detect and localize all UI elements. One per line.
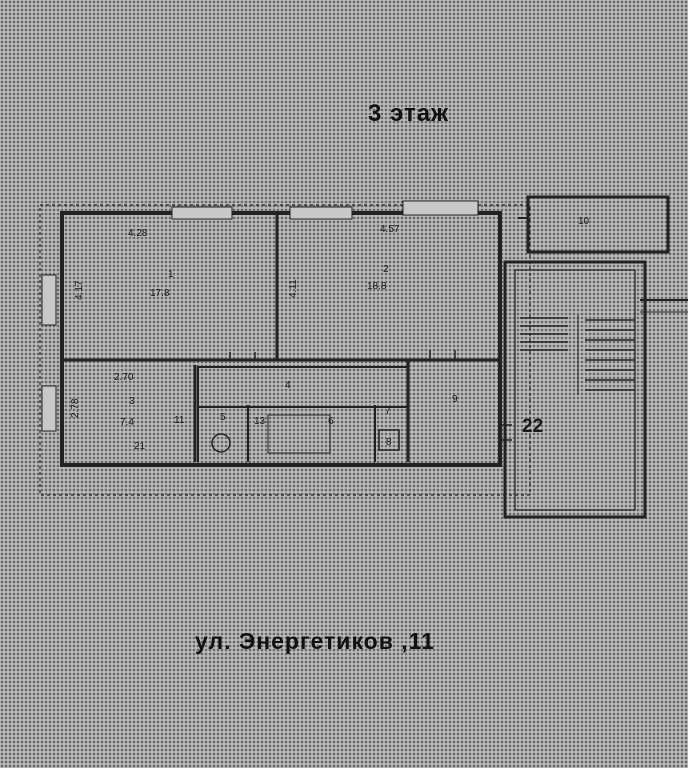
room-9-number: 9: [452, 394, 458, 405]
room-8-number: 8: [386, 437, 392, 448]
apartment-outline: [60, 211, 502, 467]
street-address: ул. Энергетиков ,11: [195, 628, 435, 654]
room-1-area: 17.8: [150, 288, 170, 299]
stairwell: [503, 260, 647, 519]
room-1-height: 4.17: [74, 280, 85, 300]
room-10-number: 10: [578, 216, 590, 227]
room-1-width: 4.28: [128, 228, 148, 239]
room-2-area: 18.8: [367, 281, 387, 292]
room-21-number: 21: [134, 441, 146, 452]
room-3-height: 2.78: [70, 398, 81, 418]
room-4-number: 4: [285, 380, 291, 391]
room-2-height: 4.11: [288, 279, 299, 298]
room-3-number: 3: [129, 396, 135, 407]
room-5-number: 5: [220, 412, 226, 423]
room-7-number: 7: [385, 406, 391, 417]
room-3-area: 7.4: [120, 417, 134, 428]
room-6-number: 6: [328, 416, 334, 427]
room-3-width: 2.70: [114, 372, 134, 383]
floor-title: 3 этаж: [368, 100, 450, 127]
room-13-number: 13: [254, 416, 266, 427]
room-2-width: 4.57: [380, 224, 400, 235]
room-1-number: 1: [168, 269, 174, 280]
room-2-number: 2: [383, 264, 389, 275]
room-22-number: 22: [522, 416, 543, 437]
room-11-number: 11: [174, 415, 185, 426]
